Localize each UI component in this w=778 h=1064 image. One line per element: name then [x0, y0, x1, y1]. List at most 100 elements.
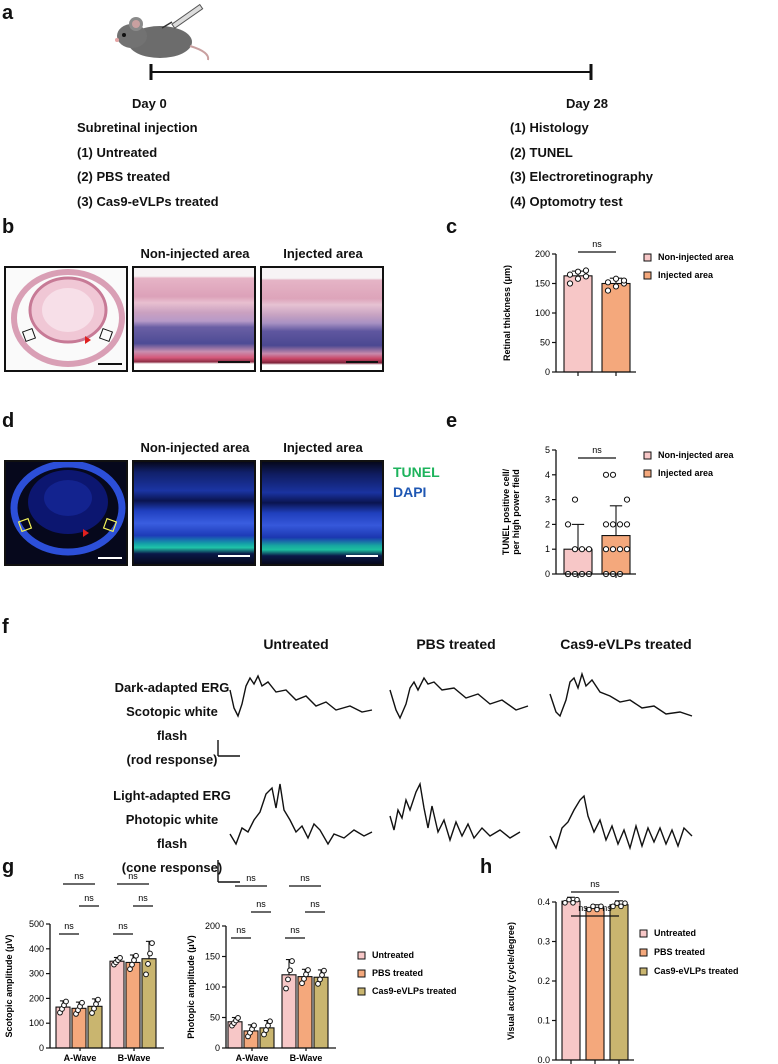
- data-point: [582, 267, 590, 274]
- y-tick-label: 0.0: [537, 1055, 550, 1064]
- data-point: [571, 546, 579, 553]
- panel-label-f: f: [2, 616, 9, 638]
- f-row2-labels: Light-adapted ERG Photopic white flash (…: [112, 784, 232, 880]
- bar: [561, 900, 581, 1061]
- data-point: [251, 1022, 257, 1029]
- right-list: (1) Histology (2) TUNEL (3) Electroretin…: [510, 116, 653, 214]
- data-point: [623, 521, 631, 528]
- y-axis-label: Visual acuity (cycle/degree): [506, 922, 516, 1040]
- bar: [141, 958, 157, 1049]
- legend-label: Cas9-eVLPs treated: [372, 986, 457, 996]
- y-tick-label: 0: [545, 367, 550, 377]
- legend-label: Untreated: [654, 928, 696, 938]
- significance-label: ns: [74, 872, 84, 881]
- y-tick-label: 100: [205, 982, 220, 992]
- list-item: (1) Untreated: [77, 144, 158, 160]
- bar: [297, 976, 313, 1049]
- significance-label: ns: [256, 899, 266, 909]
- y-tick-label: 150: [535, 279, 550, 289]
- data-point: [574, 896, 580, 903]
- list-item: (2) TUNEL: [510, 144, 573, 160]
- data-point: [235, 1015, 241, 1021]
- he-injected-image: [260, 266, 384, 372]
- list-item: (3) Cas9-eVLPs treated: [77, 193, 219, 209]
- y-tick-label: 50: [210, 1013, 220, 1023]
- f-col-cas9: Cas9-eVLPs treated: [560, 636, 692, 652]
- y-tick-label: 300: [29, 969, 44, 979]
- bar: [281, 974, 297, 1049]
- bar: [609, 904, 629, 1061]
- significance-label: ns: [310, 899, 320, 909]
- erg-trace-scotopic-cas9: [549, 671, 693, 718]
- legend-swatch: [643, 253, 652, 262]
- erg-trace-scotopic-untreated: [229, 674, 373, 718]
- scale-bar: [346, 555, 378, 557]
- data-point: [604, 287, 612, 294]
- bar: [109, 960, 125, 1049]
- legend-swatch: [357, 987, 366, 996]
- tunel-label: TUNEL: [393, 464, 440, 480]
- data-point: [574, 268, 582, 275]
- x-tick-label: B-Wave: [290, 1053, 323, 1063]
- panel-label-d: d: [2, 410, 15, 432]
- erg-row-label: Photopic white flash: [125, 812, 219, 851]
- legend-label: Non-injected area: [658, 450, 735, 460]
- he-whole-eye-image: [4, 266, 128, 372]
- y-axis-label-line: per high power field: [511, 469, 521, 555]
- legend-swatch: [639, 929, 648, 938]
- erg-trace-scotopic-pbs: [389, 676, 529, 720]
- bar: [601, 282, 631, 373]
- data-point: [590, 903, 596, 910]
- y-tick-label: 1: [545, 544, 550, 554]
- erg-row-label: (rod response): [126, 752, 218, 767]
- data-point: [620, 277, 628, 284]
- list-item: (1) Histology: [510, 120, 589, 135]
- data-point: [622, 900, 628, 906]
- panel-label-c: c: [446, 216, 458, 238]
- data-point: [609, 521, 617, 528]
- y-axis-label: TUNEL positive cell/per high power field: [501, 468, 521, 555]
- legend-swatch: [639, 948, 648, 957]
- panel-label-e: e: [446, 410, 458, 432]
- data-point: [612, 283, 620, 290]
- y-tick-label: 4: [545, 470, 550, 480]
- y-tick-label: 5: [545, 445, 550, 455]
- data-point: [133, 952, 139, 959]
- data-point: [566, 271, 574, 278]
- panel-label-a: a: [2, 2, 14, 24]
- data-point: [578, 546, 586, 553]
- significance-label: ns: [602, 903, 612, 913]
- data-point: [610, 903, 616, 910]
- y-tick-label: 100: [29, 1018, 44, 1028]
- significance-label: ns: [128, 872, 138, 881]
- legend-swatch: [643, 469, 652, 478]
- scale-bar: [218, 361, 250, 363]
- data-point: [594, 906, 600, 913]
- d-injected-title: Injected area: [283, 440, 363, 455]
- y-tick-label: 500: [29, 919, 44, 929]
- significance-label: ns: [118, 921, 128, 931]
- x-tick-label: A-Wave: [64, 1053, 97, 1063]
- x-tick-label: B-Wave: [118, 1053, 151, 1063]
- data-point: [305, 967, 311, 973]
- data-point: [95, 996, 101, 1003]
- y-tick-label: 0: [215, 1043, 220, 1053]
- significance-label: ns: [300, 873, 310, 883]
- day28-label: Day 28: [566, 96, 608, 111]
- scale-bar: [346, 361, 378, 363]
- legend-swatch: [357, 969, 366, 978]
- y-tick-label: 0.3: [537, 937, 550, 947]
- day0-label: Day 0: [132, 96, 167, 111]
- y-axis-label: Photopic amplitude (μV): [186, 935, 196, 1039]
- list-item: Subretinal injection: [77, 120, 198, 135]
- y-tick-label: 0: [39, 1043, 44, 1053]
- data-point: [287, 967, 293, 974]
- data-point: [609, 471, 617, 478]
- tunel-injected-image: [260, 460, 384, 566]
- erg-row-label: Dark-adapted ERG: [114, 680, 230, 695]
- data-point: [289, 958, 295, 964]
- data-point: [566, 280, 574, 287]
- significance-label: ns: [592, 445, 602, 455]
- legend-swatch: [639, 967, 648, 976]
